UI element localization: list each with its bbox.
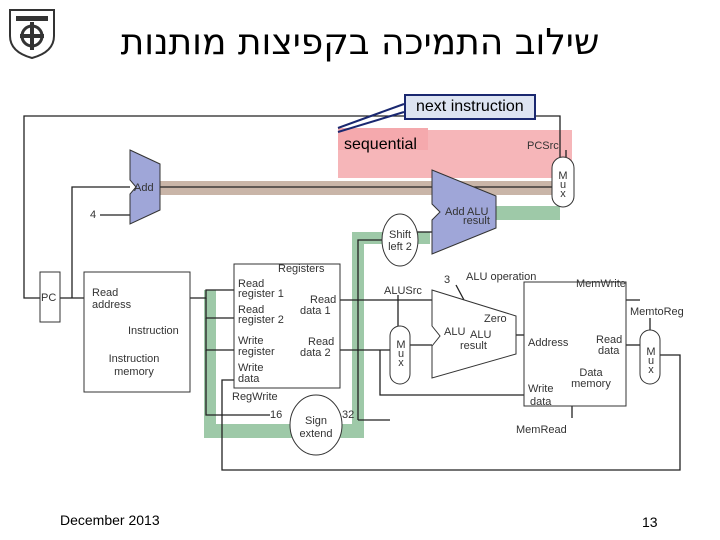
register-file — [233, 263, 341, 389]
alu-label: ALU — [444, 326, 466, 338]
data-memory — [523, 281, 627, 407]
add-result-label: result — [463, 215, 490, 227]
alusrc-mux-label: M u x — [396, 339, 406, 369]
instruction-memory — [83, 271, 191, 393]
regwrite-label: RegWrite — [232, 391, 278, 403]
sequential-label: sequential — [344, 136, 417, 153]
pcsrc-label: PCSrc — [527, 140, 559, 152]
alusrc-mux — [389, 325, 411, 385]
memread-label: MemRead — [516, 424, 567, 436]
shift-label: Shift — [388, 229, 411, 241]
memtoreg-label: MemtoReg — [630, 306, 684, 318]
pc-adder — [129, 149, 161, 225]
constant-four-label: 4 — [90, 209, 97, 221]
read-data-label-2: data — [598, 345, 620, 357]
main-alu — [431, 289, 517, 379]
pcsrc-mux — [551, 156, 575, 208]
instruction-memory-label-2: memory — [114, 366, 154, 378]
pc-register — [39, 271, 61, 323]
page-number: 13 — [642, 514, 658, 530]
alu-operation-label: ALU operation — [466, 271, 537, 283]
left2-label: left 2 — [388, 241, 412, 253]
slide-title: שילוב התמיכה בקפיצות מותנות — [120, 22, 600, 63]
add-label: Add — [134, 182, 154, 194]
read-register-2-label: Read — [238, 304, 265, 316]
instruction-label: Instruction — [128, 325, 179, 337]
sign-extend-label: Sign — [304, 415, 328, 427]
memtoreg-mux-label: M u x — [646, 346, 656, 376]
pc-label: PC — [41, 292, 57, 304]
read-register-1-label-2: register 1 — [238, 288, 284, 300]
alusrc-label: ALUSrc — [384, 285, 422, 297]
units — [39, 149, 661, 456]
read-data-2-label-2: data 2 — [300, 347, 331, 359]
write-register-label: Write — [238, 335, 264, 347]
sequential-path-band — [338, 130, 572, 178]
read-address-label: Read — [92, 287, 119, 299]
write-register-label-2: register — [238, 346, 275, 358]
read-register-1-label: Read — [238, 278, 265, 290]
thirty-two-label: 32 — [342, 409, 355, 421]
memwrite-label: MemWrite — [576, 278, 626, 290]
read-data-label: Read — [596, 334, 623, 346]
sign-extend — [289, 394, 343, 456]
sign-extend-label-2: extend — [299, 428, 333, 440]
alu-result-label-2: result — [460, 340, 487, 352]
sixteen-label: 16 — [270, 409, 283, 421]
write-data-label: Write — [238, 362, 264, 374]
wires — [23, 115, 681, 471]
read-address-label-2: address — [92, 299, 132, 311]
branch-target-band — [496, 206, 560, 220]
write-data-mem-label-2: data — [530, 396, 552, 408]
pcsrc-mux-label: M u x — [558, 170, 568, 200]
read-data-1-label: Read — [310, 294, 337, 306]
read-data-1-label-2: data 1 — [300, 305, 331, 317]
read-register-2-label-2: register 2 — [238, 314, 284, 326]
registers-label: Registers — [278, 263, 325, 275]
add-alu-label: Add ALU — [445, 206, 489, 218]
zero-label: Zero — [484, 313, 507, 325]
memtoreg-mux — [639, 329, 661, 385]
add-path-band — [160, 181, 556, 195]
next-instruction-callout: next instruction — [404, 94, 536, 120]
imm-left-band — [204, 290, 216, 438]
data-memory-label: Data — [579, 367, 603, 379]
technion-logo — [9, 9, 55, 60]
branch-adder — [431, 169, 497, 255]
address-label: Address — [528, 337, 569, 349]
alu-result-label: ALU — [470, 329, 492, 341]
write-data-mem-label: Write — [528, 383, 554, 395]
data-memory-label-2: memory — [571, 378, 611, 390]
write-data-label-2: data — [238, 373, 260, 385]
instruction-memory-label: Instruction — [108, 353, 160, 365]
footer-date: December 2013 — [60, 512, 160, 528]
read-data-2-label: Read — [308, 336, 335, 348]
alu-op-bits-label: 3 — [444, 274, 451, 286]
callout-arrows — [337, 103, 405, 133]
shift-left-2 — [381, 213, 419, 267]
